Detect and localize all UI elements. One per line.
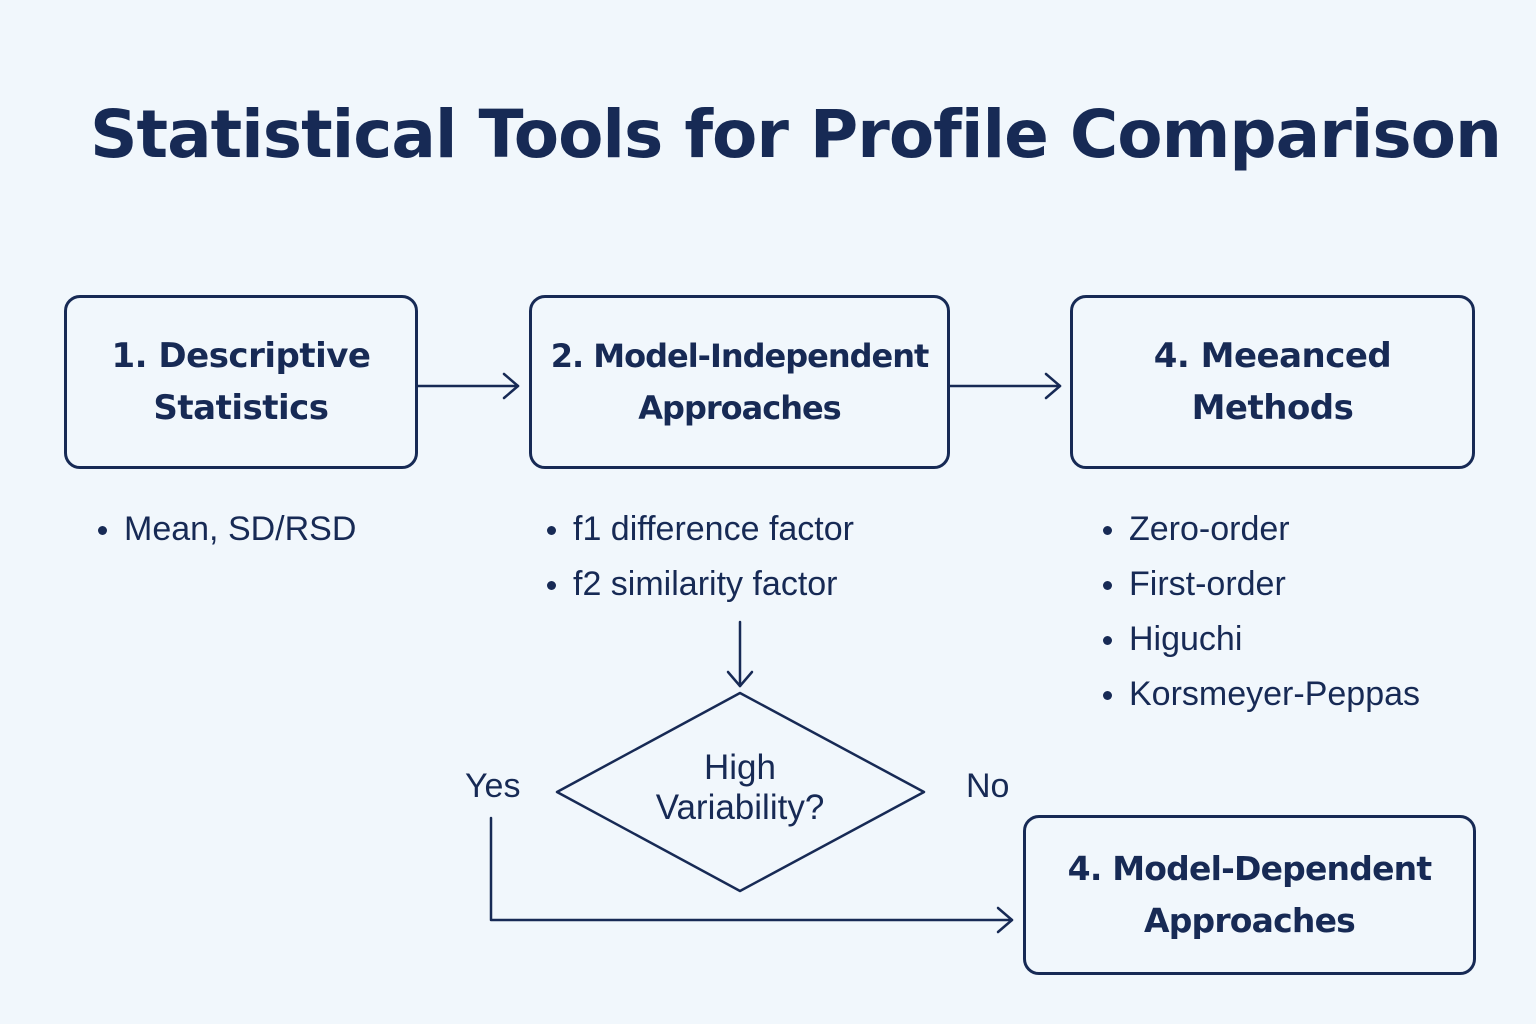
node-meeanced-line1: 4. Meeanced [1153,336,1392,376]
list-item: Higuchi [1097,622,1420,677]
branch-yes-label: Yes [465,767,521,805]
node-descriptive-statistics: 1. Descriptive Statistics [64,295,418,469]
arrowhead-yes-path [996,906,1014,934]
arrowhead-descriptive-to-independent [502,372,520,400]
meeanced-bullet-list: Zero-order First-order Higuchi Korsmeyer… [1097,512,1420,732]
branch-no-label: No [966,767,1010,805]
node-model-independent: 2. Model-Independent Approaches [529,295,950,469]
list-item: Mean, SD/RSD [92,512,356,567]
arrowhead-independent-to-meeanced [1044,372,1062,400]
node-descriptive-line1: 1. Descriptive [111,336,371,376]
list-item: f2 similarity factor [541,567,854,622]
decision-diamond [555,691,926,893]
node-meeanced-methods: 4. Meeanced Methods [1070,295,1475,469]
node-independent-line2: Approaches [638,389,841,427]
decision-line1: High [704,748,776,787]
arrowhead-to-decision [726,670,754,688]
decision-label: High Variability? [600,748,880,828]
node-meeanced-line2: Methods [1191,388,1354,428]
list-item: Zero-order [1097,512,1420,567]
list-item: f1 difference factor [541,512,854,567]
node-dependent-line1: 4. Model-Dependent [1067,849,1432,888]
decision-line2: Variability? [655,788,825,827]
list-item: Korsmeyer-Peppas [1097,677,1420,732]
node-model-dependent: 4. Model-Dependent Approaches [1023,815,1476,975]
list-item: First-order [1097,567,1420,622]
node-dependent-line2: Approaches [1143,901,1356,940]
independent-bullet-list: f1 difference factor f2 similarity facto… [541,512,854,622]
node-descriptive-line2: Statistics [153,388,329,428]
node-independent-line1: 2. Model-Independent [550,337,930,375]
diagram-title: Statistical Tools for Profile Comparison [89,96,1502,173]
descriptive-bullet-list: Mean, SD/RSD [92,512,356,567]
arrow-yes-path [489,816,1014,922]
